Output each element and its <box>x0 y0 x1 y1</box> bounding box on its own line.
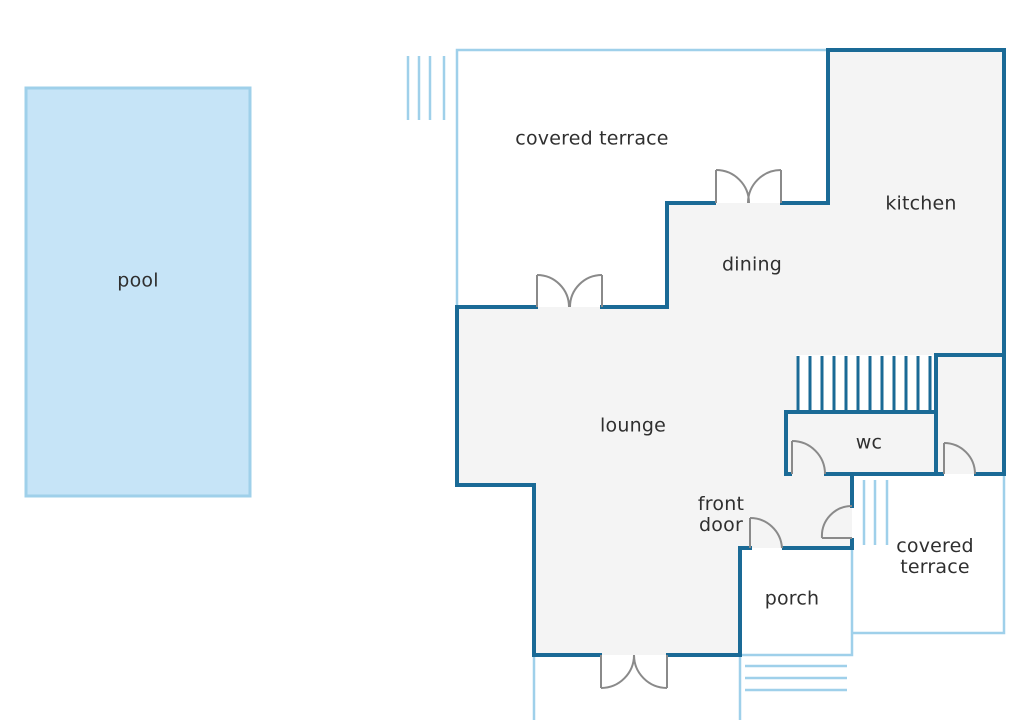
label-front-door-line1: front <box>697 493 745 515</box>
label-covered-terrace-right-line2: terrace <box>900 556 970 578</box>
pool <box>24 86 252 498</box>
label-pool: pool <box>117 269 159 292</box>
walls <box>455 48 1006 657</box>
label-wc: wc <box>855 431 883 454</box>
label-front-door-line2: door <box>699 514 743 536</box>
porch-floor <box>740 548 852 655</box>
label-lounge: lounge <box>600 414 666 437</box>
label-covered-terrace-right: covered terrace <box>896 536 974 578</box>
label-porch: porch <box>764 587 820 610</box>
label-kitchen: kitchen <box>885 192 957 215</box>
label-dining: dining <box>722 253 782 276</box>
terrace-outlines <box>406 48 1006 720</box>
label-covered-terrace-top: covered terrace <box>515 127 669 150</box>
staircase <box>796 355 936 411</box>
house-floor <box>457 50 1004 655</box>
doors <box>536 169 976 689</box>
label-front-door: front door <box>698 494 744 536</box>
label-covered-terrace-right-line1: covered <box>896 535 974 557</box>
